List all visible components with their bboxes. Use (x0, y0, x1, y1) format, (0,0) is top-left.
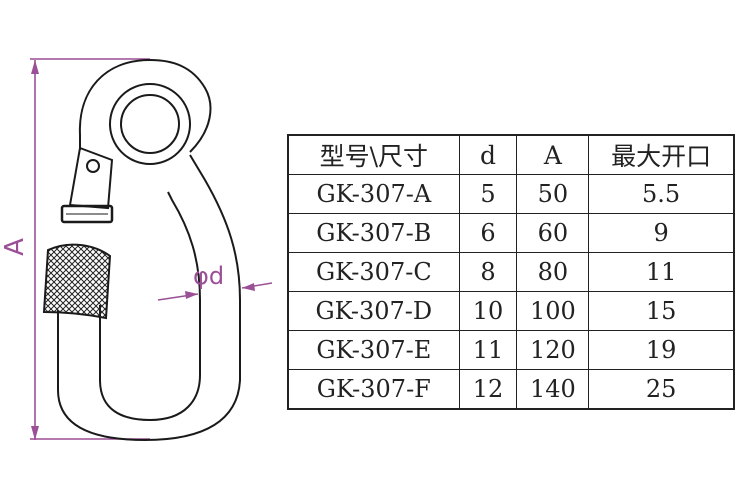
table-row: GK-307-B 6 60 9 (287, 213, 735, 253)
cell-max-opening: 15 (588, 291, 735, 331)
header-A: A (516, 134, 590, 175)
spec-table: 型号\尺寸 d A 最大开口 GK-307-A 5 50 5.5 GK-307-… (287, 134, 735, 410)
cell-model: GK-307-C (287, 252, 460, 292)
dimension-d-label: φd (193, 262, 225, 290)
knurled-sleeve (42, 243, 112, 320)
cell-model: GK-307-A (287, 174, 460, 214)
cell-d: 10 (458, 291, 518, 331)
dimension-A (30, 58, 150, 440)
dimension-d (157, 282, 273, 301)
snap-hook-body (57, 59, 241, 442)
dimension-A-label: A (0, 238, 30, 256)
header-d: d (458, 134, 518, 175)
table-header-row: 型号\尺寸 d A 最大开口 (287, 134, 735, 175)
cell-max-opening: 9 (588, 213, 735, 253)
cell-max-opening: 5.5 (588, 174, 735, 214)
cell-d: 8 (458, 252, 518, 292)
cell-d: 6 (458, 213, 518, 253)
cell-model: GK-307-F (287, 369, 460, 410)
cell-model: GK-307-B (287, 213, 460, 253)
cell-model: GK-307-D (287, 291, 460, 331)
cell-A: 50 (516, 174, 590, 214)
cell-A: 60 (516, 213, 590, 253)
table-row: GK-307-F 12 140 25 (287, 369, 735, 410)
table-row: GK-307-D 10 100 15 (287, 291, 735, 331)
cell-max-opening: 25 (588, 369, 735, 410)
table-row: GK-307-E 11 120 19 (287, 330, 735, 370)
header-model: 型号\尺寸 (287, 134, 460, 175)
table-row: GK-307-C 8 80 11 (287, 252, 735, 292)
header-max-opening: 最大开口 (588, 134, 735, 175)
cell-A: 140 (516, 369, 590, 410)
cell-A: 80 (516, 252, 590, 292)
cell-max-opening: 19 (588, 330, 735, 370)
cell-model: GK-307-E (287, 330, 460, 370)
cell-A: 100 (516, 291, 590, 331)
cell-d: 5 (458, 174, 518, 214)
table-row: GK-307-A 5 50 5.5 (287, 174, 735, 214)
cell-max-opening: 11 (588, 252, 735, 292)
cell-d: 11 (458, 330, 518, 370)
gate-latch (60, 146, 114, 224)
cell-A: 120 (516, 330, 590, 370)
snap-hook-diagram (30, 58, 273, 442)
cell-d: 12 (458, 369, 518, 410)
